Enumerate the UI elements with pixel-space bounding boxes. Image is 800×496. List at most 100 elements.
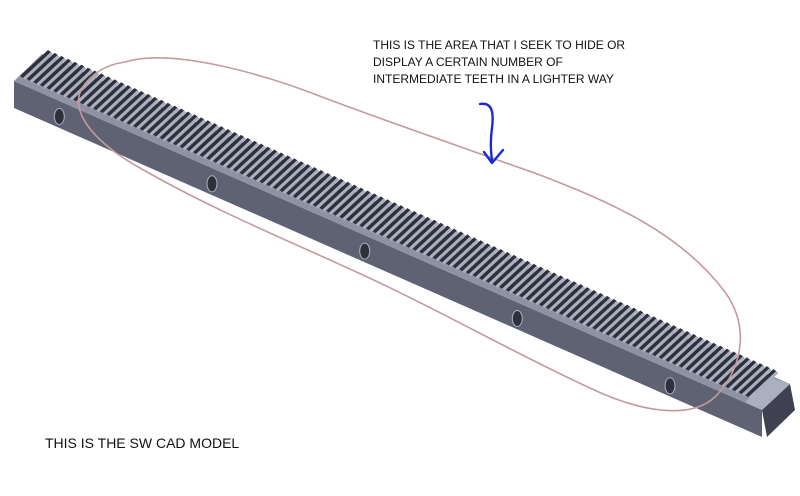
rack-tooth-flank [136,101,167,130]
rack-tooth [26,52,58,81]
rack-tooth [645,325,677,354]
rack-tooth [359,199,391,228]
model-caption: THIS IS THE SW CAD MODEL [45,435,240,451]
rack-tooth [519,269,551,298]
rack-tooth [459,243,491,272]
rack-tooth [119,93,151,122]
rack-tooth [206,131,238,160]
rack-tooth [539,278,571,307]
rack-tooth-flank [488,256,519,285]
rack-tooth [392,213,424,242]
rack-tooth-flank [402,218,433,247]
rack-tooth [685,342,717,371]
rack-tooth [39,58,71,87]
rack-tooth-flank [389,213,419,241]
rack-tooth-flank [502,262,533,291]
rack-tooth-flank [242,148,273,177]
rack-tooth-flank [102,87,133,116]
rack-tooth-flank [495,259,526,288]
rack-tooth-flank [36,57,67,86]
rack-end-bevel [745,378,790,410]
annotation-line-1: THIS IS THE AREA THAT I SEEK TO HIDE OR [373,38,626,52]
rack-tooth [545,281,577,310]
rack-tooth-flank [302,174,333,203]
rack-tooth [452,240,484,269]
rack-tooth [219,137,251,166]
rack-tooth [346,193,378,222]
rack-tooth-flank [555,286,586,315]
rack-tooth-flank [289,169,320,198]
rack-tooth [239,146,271,175]
rack-tooth-flank [748,371,779,400]
rack-tooth-flank [641,324,672,353]
rack-tooth-flank [322,183,353,212]
rack-tooth [592,301,624,330]
rack-tooth [425,228,457,257]
rack-tooth [399,216,431,245]
rack-tooth [286,167,318,196]
rack-tooth [259,155,291,184]
rack-tooth-flank [548,283,579,312]
rack-tooth [512,266,544,295]
rack-tooth [326,184,358,213]
rack-tooth-flank [462,245,493,274]
rack-tooth [366,202,398,231]
rack-tooth-flank [475,251,506,280]
rack-tooth-flank [182,122,213,151]
rack-tooth-flank [428,230,459,259]
rack-tooth-flank [282,166,313,195]
rack-tooth-flank [162,113,193,142]
rack-tooth-flank [209,133,240,162]
rack-tooth [179,120,211,149]
rack-tooth-flank [269,160,300,189]
rack-tooth [232,143,264,172]
rack-tooth-flank [255,154,286,183]
rack-tooth [99,85,131,114]
rack-tooth-flank [601,306,632,335]
rack-tooth-flank [741,368,772,397]
rack-teeth [20,50,779,400]
rack-tooth-flank [62,69,93,98]
rack-tooth [499,260,531,289]
rack-tooth [166,114,198,143]
rack-tooth-flank [49,63,80,92]
rack-tooth-flank [156,110,187,139]
rack-tooth [20,50,51,78]
rack-tooth-flank [249,151,280,180]
rack-tooth-flank [568,292,599,321]
rack-mounting-holes [53,108,676,395]
rack-tooth [159,111,191,140]
rack-tooth-flank [695,347,726,376]
rack-tooth [732,363,764,392]
rack-tooth [126,96,158,125]
rack-tooth [738,366,770,395]
rack-tooth-flank [369,204,400,233]
rack-tooth-flank [688,344,719,373]
rack-tooth-flank [362,201,393,230]
rack-tooth-flank [515,268,546,297]
rack-tooth-flank [309,177,340,206]
rack-tooth-flank [196,128,227,157]
rack-tooth [386,211,417,239]
rack-tooth-flank [76,75,107,104]
rack-tooth [33,55,65,84]
rack-tooth [552,284,584,313]
rack-tooth [525,272,557,301]
rack-tooth-flank [295,172,326,201]
rack-tooth [578,295,610,324]
rack-tooth-flank [701,350,732,379]
rack-tooth [93,82,125,111]
rack-tooth-flank [176,119,207,148]
rack-tooth-flank [448,239,479,268]
rack-tooth-flank [89,81,120,110]
rack-tooth [492,257,524,286]
rack-tooth [306,175,338,204]
rack-tooth [725,360,757,389]
rack-tooth-flank [721,359,752,388]
rack-tooth-flank [482,253,513,282]
rack-tooth [718,357,750,386]
mounting-hole [511,310,523,327]
rack-tooth-flank [116,92,147,121]
